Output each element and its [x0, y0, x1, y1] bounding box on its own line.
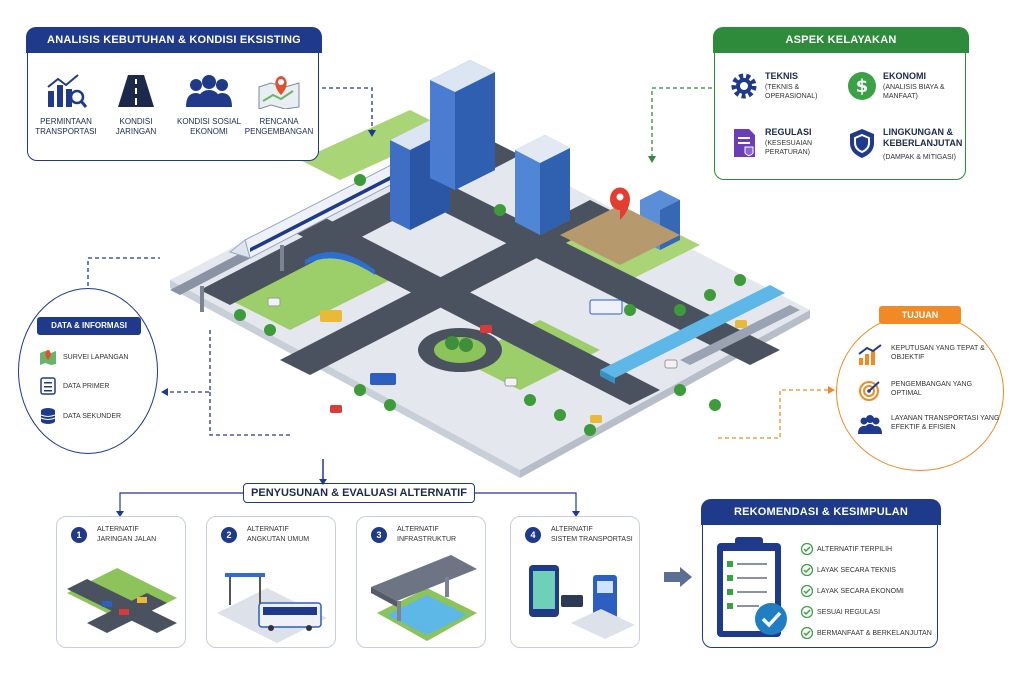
data-info-primer-label: DATA PRIMER: [63, 383, 110, 390]
smart-transport-illustration: [529, 565, 635, 639]
svg-text:$: $: [856, 76, 869, 97]
aspek-teknis-sub: (TEKNIS & OPERASIONAL): [765, 84, 818, 100]
alternative-card-1: 1 ALTERNATIF JARINGAN JALAN: [56, 516, 186, 648]
alternative-card-2: 2 ALTERNATIF ANGKUTAN UMUM: [206, 516, 336, 648]
people-icon: [186, 75, 232, 107]
database-icon: [40, 408, 56, 424]
rekomendasi-label: ALTERNATIF TERPILIH: [817, 546, 893, 553]
aspek-ekonomi-sub: (ANALISIS BIAYA & MANFAAT): [883, 84, 945, 100]
analisis-label-1b: TRANSPORTASI: [35, 127, 97, 136]
check-circle-icon: [801, 564, 813, 576]
road-icon: [118, 75, 154, 107]
arrow-right-icon: [664, 567, 692, 587]
analisis-label-3b: EKONOMI: [190, 127, 228, 136]
penyusunan-connectors: [116, 459, 580, 517]
tujuan-pengembangan-label: PENGEMBANGAN YANG OPTIMAL: [891, 381, 973, 397]
rekomendasi-label: LAYAK SECARA TEKNIS: [817, 567, 896, 574]
alternative-number: 1: [71, 527, 87, 543]
alternative-label-line2: JARINGAN JALAN: [97, 536, 157, 543]
rekomendasi-label: LAYAK SECARA EKONOMI: [817, 588, 904, 595]
analisis-item-permintaan: PERMINTAAN TRANSPORTASI: [31, 73, 101, 137]
alternative-number: 2: [221, 527, 237, 543]
data-info-title: DATA & INFORMASI: [37, 317, 141, 335]
intersection-illustration: [67, 568, 177, 633]
people-icon: [858, 415, 882, 434]
dollar-icon: $: [848, 72, 876, 100]
tujuan-panel: TUJUAN KEPUTUSAN YANG TEPAT & OBJEKTIF P…: [836, 306, 1004, 471]
data-info-sekunder-label: DATA SEKUNDER: [63, 413, 122, 420]
alternative-number: 4: [525, 527, 541, 543]
rekomendasi-label: SESUAI REGULASI: [817, 609, 881, 616]
aspek-regulasi-sub: (KESESUAIAN PERATURAN): [765, 140, 813, 156]
aspek-panel: ASPEK KELAYAKAN TEKNIS (TEKNIS & OPERASI…: [713, 27, 969, 180]
aspek-lingkungan-sub: (DAMPAK & MITIGASI): [883, 154, 956, 161]
analisis-panel: ANALISIS KEBUTUHAN & KONDISI EKSISTING P…: [26, 27, 322, 161]
tujuan-title: TUJUAN: [879, 306, 961, 324]
aspek-ekonomi-title: EKONOMI: [883, 71, 927, 81]
gear-icon: [731, 73, 757, 99]
map-icon: [40, 350, 56, 365]
check-circle-icon: [801, 627, 813, 639]
analisis-label-4b: PENGEMBANGAN: [244, 127, 314, 136]
analisis-title: ANALISIS KEBUTUHAN & KONDISI EKSISTING: [26, 27, 322, 53]
analisis-label-4a: RENCANA: [259, 117, 299, 126]
analisis-item-jaringan: KONDISI JARINGAN: [101, 73, 171, 137]
analisis-item-sosial: KONDISI SOSIAL EKONOMI: [174, 73, 244, 137]
checklist-icon: [40, 377, 56, 395]
bus-stop-illustration: [217, 573, 327, 643]
tujuan-keputusan-label: KEPUTUSAN YANG TEPAT & OBJEKTIF: [891, 345, 985, 361]
map-pin-icon: [258, 76, 300, 109]
alternative-number: 3: [371, 527, 387, 543]
check-circle-icon: [801, 585, 813, 597]
analisis-label-2a: KONDISI: [119, 117, 153, 126]
city-illustration: [170, 60, 810, 478]
growth-chart-icon: [858, 344, 882, 365]
alternative-label-line2: SISTEM TRANSPORTASI: [551, 536, 633, 543]
rekomendasi-panel: REKOMENDASI & KESIMPULAN ALTERNATIF TERP…: [701, 499, 941, 648]
alternative-card-4: 4 ALTERNATIF SISTEM TRANSPORTASI: [510, 516, 640, 648]
aspek-lingkungan-title: LINGKUNGAN & KEBERLANJUTAN: [883, 127, 963, 148]
document-icon: [734, 129, 755, 157]
rekomendasi-title: REKOMENDASI & KESIMPULAN: [701, 499, 941, 525]
alternative-label-line1: ALTERNATIF: [97, 526, 139, 533]
check-circle-icon: [801, 543, 813, 555]
aspek-title: ASPEK KELAYAKAN: [713, 27, 969, 53]
tujuan-layanan-label: LAYANAN TRANSPORTASI YANG EFEKTIF & EFIS…: [891, 415, 1000, 431]
bridge-illustration: [371, 555, 477, 641]
data-info-survei-label: SURVEI LAPANGAN: [63, 354, 129, 361]
clipboard-icon: [717, 537, 787, 637]
alternative-label-line2: INFRASTRUKTUR: [397, 536, 457, 543]
rekomendasi-label: BERMANFAAT & BERKELANJUTAN: [817, 630, 932, 637]
alternative-card-3: 3 ALTERNATIF INFRASTRUKTUR: [356, 516, 486, 648]
analisis-label-3a: KONDISI SOSIAL: [176, 117, 242, 126]
chart-icon: [47, 74, 88, 108]
aspek-regulasi-title: REGULASI: [765, 127, 812, 137]
analisis-item-rencana: RENCANA PENGEMBANGAN: [244, 73, 314, 137]
penyusunan-title: PENYUSUNAN & EVALUASI ALTERNATIF: [243, 483, 475, 503]
aspek-teknis-title: TEKNIS: [765, 71, 799, 81]
alternative-label-line1: ALTERNATIF: [247, 526, 289, 533]
alternative-label-line1: ALTERNATIF: [551, 526, 593, 533]
shield-icon: [850, 129, 874, 158]
analisis-label-1a: PERMINTAAN: [40, 117, 92, 126]
target-icon: [859, 381, 880, 401]
analisis-label-2b: JARINGAN: [115, 127, 157, 136]
data-info-panel: DATA & INFORMASI SURVEI LAPANGAN DATA PR…: [18, 288, 158, 454]
alternative-label-line2: ANGKUTAN UMUM: [247, 536, 310, 543]
alternative-label-line1: ALTERNATIF: [397, 526, 439, 533]
check-circle-icon: [801, 606, 813, 618]
